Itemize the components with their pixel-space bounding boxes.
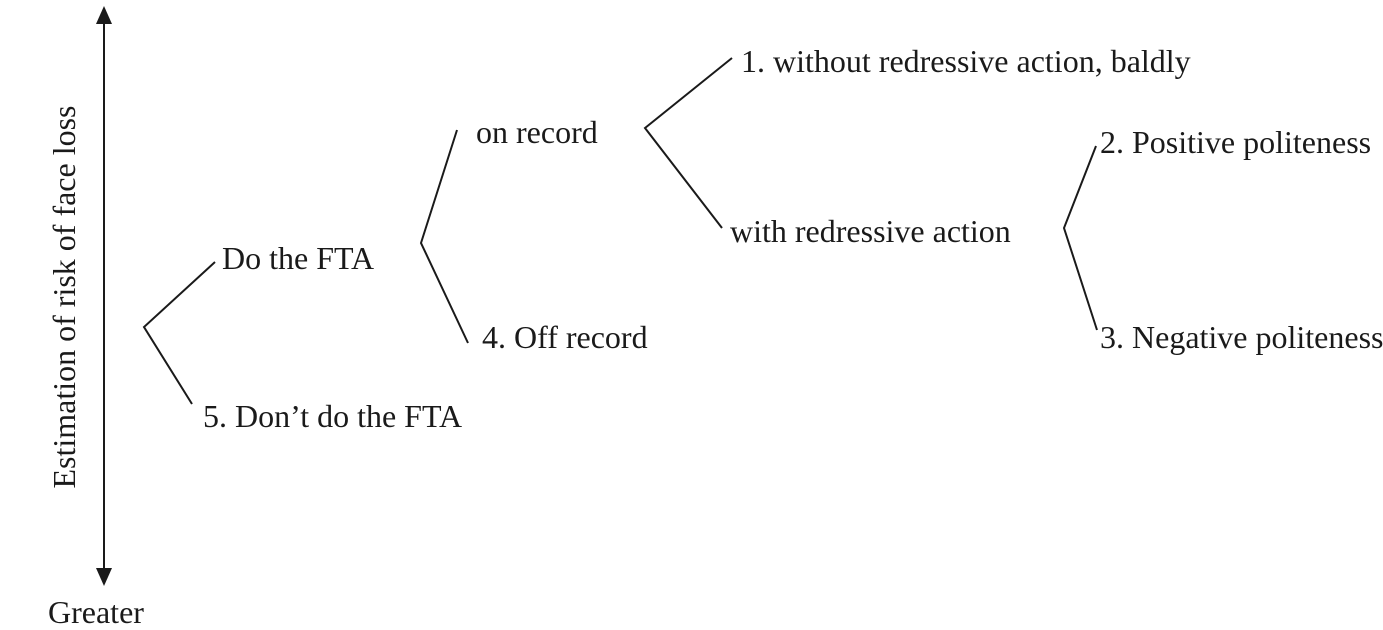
node-on-record: on record	[476, 114, 598, 150]
node-dont-do-fta: 5. Don’t do the FTA	[203, 398, 463, 434]
branch-on-record	[643, 57, 733, 229]
node-without-redress: 1. without redressive action, baldly	[741, 43, 1191, 79]
axis-label-risk: Estimation of risk of face loss	[46, 105, 82, 489]
node-negative-politeness: 3. Negative politeness	[1100, 319, 1383, 355]
node-off-record: 4. Off record	[482, 319, 648, 355]
node-do-fta: Do the FTA	[222, 240, 375, 276]
axis-bottom-label: Greater	[48, 594, 144, 630]
axis-arrowhead-bottom	[96, 568, 112, 586]
diagram-lines	[96, 6, 1098, 586]
node-with-redress: with redressive action	[730, 213, 1011, 249]
node-positive-politeness: 2. Positive politeness	[1100, 124, 1372, 160]
branch-root	[142, 261, 216, 405]
politeness-strategies-diagram: Estimation of risk of face loss Greater …	[46, 6, 1383, 628]
branch-do-fta	[419, 129, 469, 344]
branch-with-redress	[1062, 145, 1098, 331]
axis-arrowhead-top	[96, 6, 112, 24]
